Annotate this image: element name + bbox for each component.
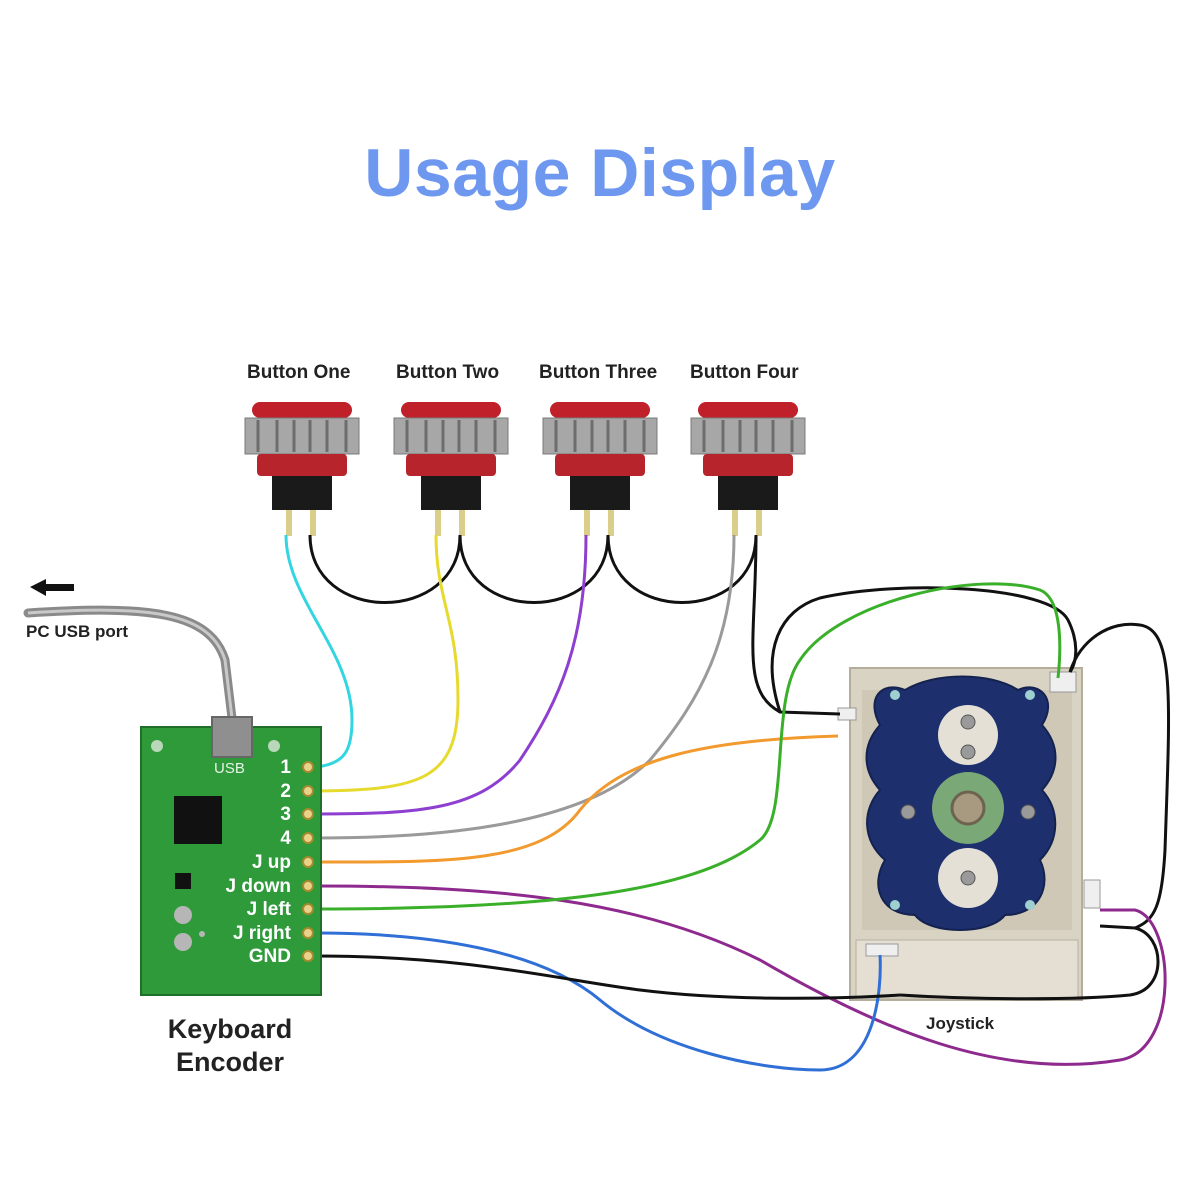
wire-j-left	[315, 582, 1062, 911]
pin-label-j-up: J up	[251, 852, 291, 873]
arcade-button-two	[393, 402, 509, 536]
pin-label-1: 1	[280, 757, 291, 778]
wire-button-four	[315, 534, 736, 840]
joystick-icon	[837, 667, 1101, 1001]
wire-j-down	[315, 884, 1167, 1066]
arcade-button-three	[542, 402, 658, 536]
wire-j-right	[315, 931, 882, 1072]
wire-button-three	[315, 534, 588, 816]
wire-button-two	[315, 534, 460, 793]
button-two-label: Button Two	[396, 362, 500, 383]
pin-label-j-right: J right	[232, 923, 291, 944]
button-ground-chain	[308, 534, 1171, 1001]
pcb-icon	[140, 716, 322, 996]
pin-label-2: 2	[280, 781, 291, 802]
pin-label-4: 4	[280, 828, 291, 849]
button-four-label: Button Four	[690, 362, 799, 383]
signal-wires	[284, 534, 1167, 1072]
pin-label-j-down: J down	[225, 876, 291, 897]
encoder-title: Keyboard Encoder	[167, 1014, 293, 1077]
wire-gnd	[315, 954, 901, 1000]
pin-label-3: 3	[280, 804, 291, 825]
arcade-button-four	[690, 402, 806, 536]
arrow-left-icon	[30, 579, 74, 596]
wire-button-one	[284, 534, 354, 769]
joystick-label: Joystick	[926, 1014, 995, 1033]
wire-j-up	[315, 734, 839, 864]
pc-usb-port-label: PC USB port	[26, 622, 128, 641]
button-three-label: Button Three	[539, 362, 658, 383]
button-one-label: Button One	[247, 362, 351, 383]
encoder-usb-label: USB	[214, 760, 245, 777]
page-title: Usage Display	[364, 135, 836, 211]
arcade-button-one	[244, 402, 360, 536]
pin-label-gnd: GND	[248, 946, 291, 967]
pin-label-j-left: J left	[246, 899, 291, 920]
